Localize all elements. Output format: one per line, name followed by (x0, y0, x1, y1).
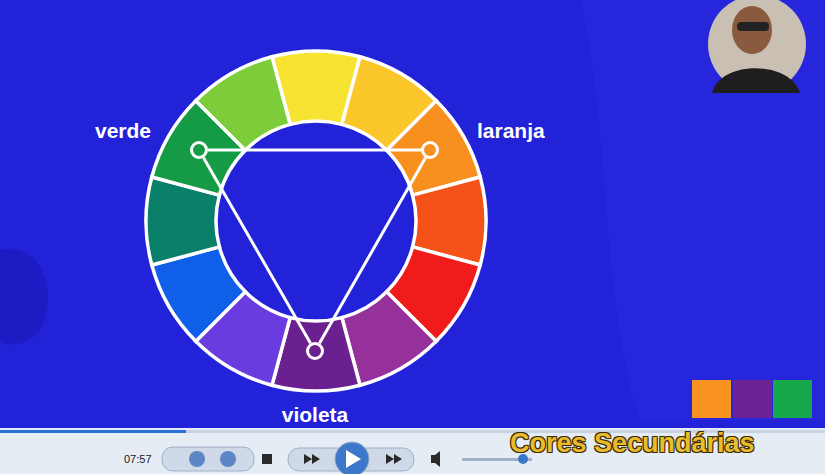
swatch-orange (692, 380, 731, 418)
rewind-button (304, 454, 320, 464)
button-group (162, 447, 254, 471)
repeat-button (220, 451, 236, 467)
volume-icon (431, 451, 440, 467)
triangle-side (319, 158, 425, 343)
webcam-body (712, 68, 800, 93)
webcam (708, 0, 806, 93)
wheel-segment (196, 57, 290, 150)
webcam-frame (708, 0, 806, 93)
play-icon (346, 450, 361, 468)
slide-title: Cores Secundárias (510, 428, 755, 459)
stop-button (262, 454, 272, 464)
player-bar (0, 428, 825, 474)
color-wheel (146, 51, 486, 391)
color-point: verde (190, 141, 208, 159)
color-name: laranja (477, 119, 545, 142)
forward-button (386, 454, 402, 464)
player-background (0, 428, 825, 474)
webcam-glasses (737, 22, 769, 31)
triangle-side (203, 158, 310, 343)
swatch-violet (733, 380, 772, 418)
color-name: verde (95, 119, 151, 142)
play-button (335, 442, 369, 474)
background-blob (0, 249, 48, 345)
color-point: laranja (421, 141, 439, 159)
swatch-green (773, 380, 812, 418)
time-stamp: 07:57 (124, 453, 152, 465)
webcam-face (732, 6, 772, 54)
color-name: violeta (282, 403, 349, 426)
triangle-side (208, 149, 421, 152)
progress-fill (0, 430, 186, 433)
shuffle-button (189, 451, 205, 467)
color-point: violeta (306, 342, 324, 360)
